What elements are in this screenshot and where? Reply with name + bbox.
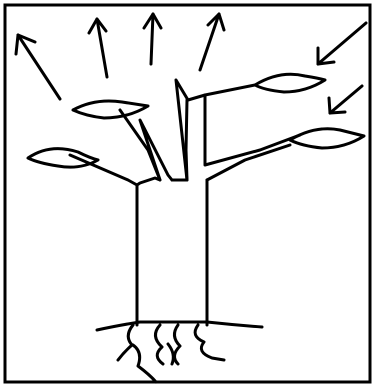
branch-left-lower [70,155,137,185]
arrow-shaft [18,35,60,99]
outgoing-arrow-right [200,14,224,70]
arrow-shaft [151,14,153,64]
roots [118,325,224,382]
arrow-shaft [330,86,362,113]
outgoing-arrow-left [89,19,107,77]
root-6 [168,344,173,364]
incoming-arrow-upper [318,23,366,64]
outgoing-arrow-far-left [16,35,60,99]
leaf-right-lower [290,129,364,148]
root-5 [195,325,224,360]
diagram-frame [5,5,370,382]
leaf-right-upper [255,74,325,92]
root-2 [133,345,156,382]
branch-left-fork [140,120,172,180]
outgoing-arrow-center [144,14,161,64]
outgoing-arrows [16,14,224,99]
root-4 [174,325,180,364]
incoming-arrow-lower [329,86,362,113]
root-3 [155,325,163,364]
branch-right-lower [205,95,300,165]
branch-center-stem [186,100,187,180]
tree-branches [70,80,300,185]
branch-center [172,80,255,180]
leaf-left-upper [73,101,148,118]
ground-line [97,322,262,330]
leaves [28,74,364,167]
arrow-shaft [318,23,366,64]
root-1 [118,325,133,360]
leaf-left [28,149,98,168]
incoming-arrows [318,23,366,113]
tree-trunk [137,180,207,325]
